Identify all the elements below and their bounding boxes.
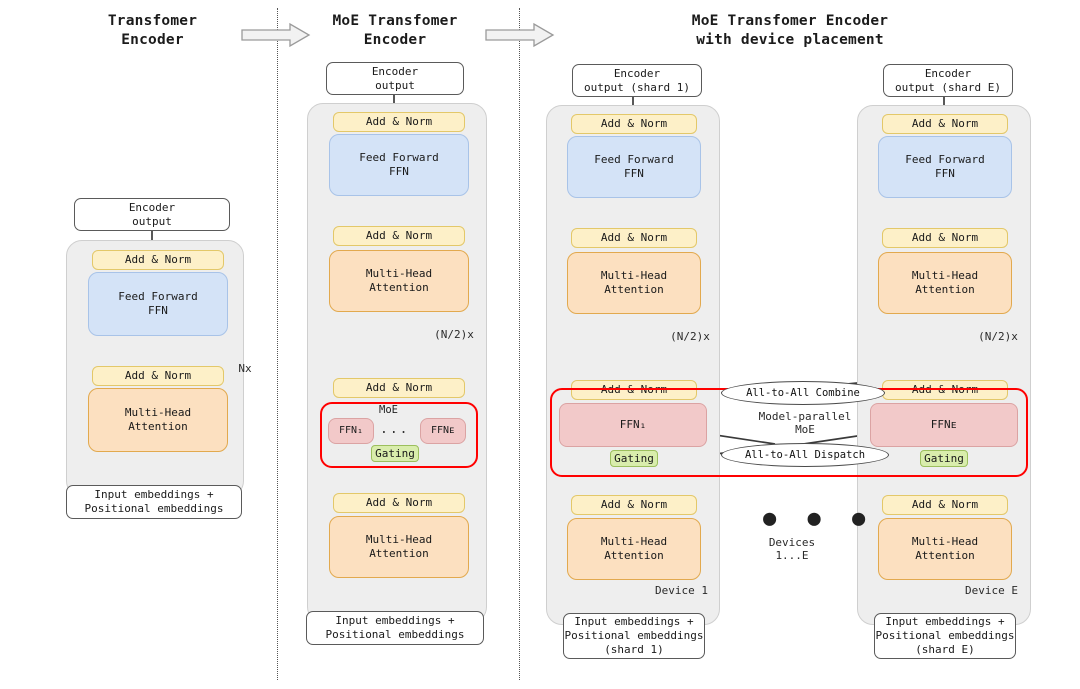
- add-norm-col2-l2-bottom: Add & Norm: [333, 226, 465, 246]
- section-title-moe: MoE Transfomer Encoder: [332, 13, 458, 48]
- section-arrow-2: [485, 22, 555, 48]
- model-parallel-moe-text: Model-parallel MoE: [758, 410, 852, 436]
- section-title-device: MoE Transfomer Encoder with device place…: [691, 13, 889, 48]
- add-norm-col2-l1: Add & Norm: [333, 493, 465, 513]
- repeat-label-n-half-deviceE: (N/2)x: [978, 330, 1018, 343]
- expert-ffn-E-deviceE: FFNᴇ: [870, 403, 1018, 447]
- input-embeddings-col1: Input embeddings + Positional embeddings: [66, 485, 242, 519]
- encoder-output-col1: Encoder output: [74, 198, 230, 231]
- expert-ffn-1-device1: FFN₁: [559, 403, 707, 447]
- repeat-label-n-half-device1: (N/2)x: [670, 330, 710, 343]
- feed-forward-col1: Feed Forward FFN: [88, 272, 228, 336]
- multi-head-attention-device1-lower: Multi-Head Attention: [567, 518, 701, 580]
- input-embeddings-col2: Input embeddings + Positional embeddings: [306, 611, 484, 645]
- multi-head-attention-device1-upper: Multi-Head Attention: [567, 252, 701, 314]
- add-norm-col1-bottom: Add & Norm: [92, 366, 224, 386]
- add-norm-deviceE-l2-top: Add & Norm: [882, 114, 1008, 134]
- moe-label-col2: MoE: [379, 404, 398, 416]
- add-norm-device1-l2-bottom: Add & Norm: [571, 228, 697, 248]
- add-norm-device1-l2-top: Add & Norm: [571, 114, 697, 134]
- section-arrow-1: [241, 22, 311, 48]
- add-norm-deviceE-l1: Add & Norm: [882, 495, 1008, 515]
- divider-2: [519, 8, 520, 680]
- encoder-output-col2: Encoder output: [326, 62, 464, 95]
- add-norm-device1-l1: Add & Norm: [571, 495, 697, 515]
- all-to-all-combine-label: All-to-All Combine: [721, 381, 885, 405]
- multi-head-attention-deviceE-lower: Multi-Head Attention: [878, 518, 1012, 580]
- gating-deviceE[interactable]: Gating: [920, 450, 968, 467]
- device-label-1: Device 1: [655, 584, 708, 597]
- multi-head-attention-deviceE-upper: Multi-Head Attention: [878, 252, 1012, 314]
- section-title-transformer: Transfomer Encoder: [107, 13, 198, 48]
- feed-forward-deviceE: Feed Forward FFN: [878, 136, 1012, 198]
- gating-device1[interactable]: Gating: [610, 450, 658, 467]
- encoder-output-shardE: Encoder output (shard E): [883, 64, 1013, 97]
- expert-ffn-E-col2: FFNᴇ: [420, 418, 466, 444]
- add-norm-col2-moe: Add & Norm: [333, 378, 465, 398]
- add-norm-col2-l2-top: Add & Norm: [333, 112, 465, 132]
- add-norm-deviceE-moe: Add & Norm: [882, 380, 1008, 400]
- gating-col2[interactable]: Gating: [371, 445, 419, 462]
- devices-range-label: Devices 1...E: [768, 536, 816, 562]
- feed-forward-device1: Feed Forward FFN: [567, 136, 701, 198]
- repeat-label-n-half-col2: (N/2)x: [434, 328, 474, 341]
- all-to-all-dispatch-label: All-to-All Dispatch: [721, 443, 889, 467]
- encoder-output-shard1: Encoder output (shard 1): [572, 64, 702, 97]
- device-label-E: Device E: [965, 584, 1018, 597]
- expert-ellipsis-col2: ...: [380, 422, 410, 437]
- moe-group-col2: [320, 402, 478, 468]
- add-norm-deviceE-l2-bottom: Add & Norm: [882, 228, 1008, 248]
- divider-1: [277, 8, 278, 680]
- expert-ffn-1-col2: FFN₁: [328, 418, 374, 444]
- feed-forward-col2: Feed Forward FFN: [329, 134, 469, 196]
- repeat-label-nx: Nx: [238, 362, 252, 375]
- input-embeddings-shardE: Input embeddings + Positional embeddings…: [874, 613, 1016, 659]
- multi-head-attention-col2-upper: Multi-Head Attention: [329, 250, 469, 312]
- multi-head-attention-col1: Multi-Head Attention: [88, 388, 228, 452]
- input-embeddings-shard1: Input embeddings + Positional embeddings…: [563, 613, 705, 659]
- multi-head-attention-col2-lower: Multi-Head Attention: [329, 516, 469, 578]
- devices-ellipsis: ● ● ●: [763, 506, 875, 531]
- add-norm-col1-top: Add & Norm: [92, 250, 224, 270]
